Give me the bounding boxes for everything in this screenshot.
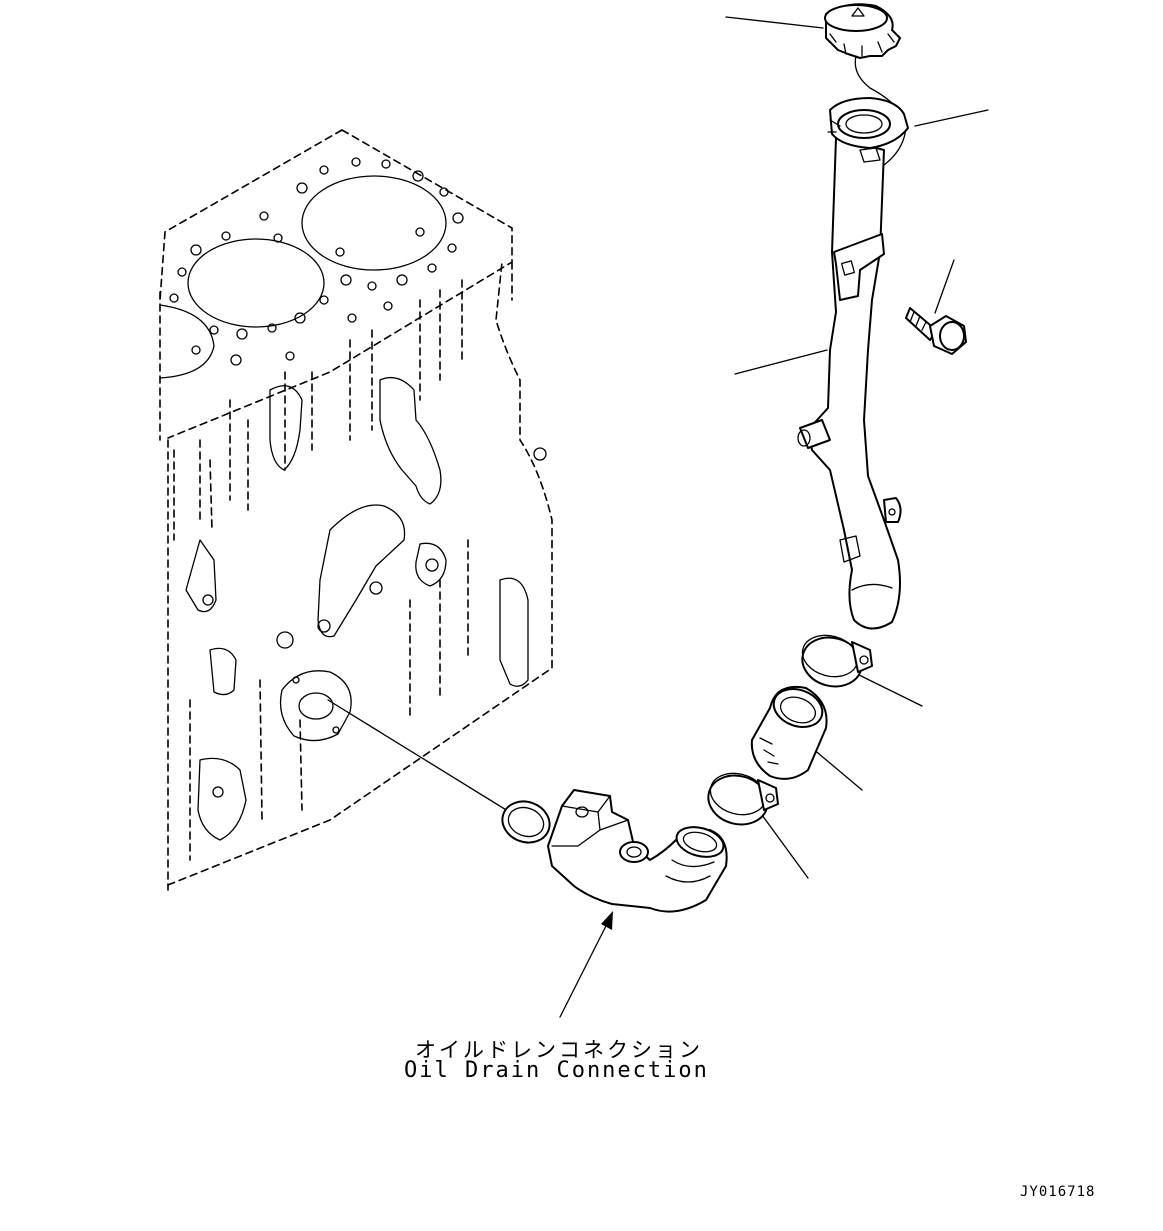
cylinder-bore-1 (301, 175, 447, 271)
leader-guide-head (914, 109, 989, 127)
cylinder-bore-2 (187, 238, 325, 328)
leader-clamp-upper (854, 672, 923, 707)
mounting-bolt (905, 307, 967, 355)
oil-drain-connection (547, 789, 728, 913)
arrowhead (601, 911, 613, 930)
o-ring (501, 800, 551, 844)
leader-bolt (934, 259, 955, 314)
leader-oring (327, 699, 517, 817)
rubber-hose (750, 686, 828, 780)
hose-clamp-upper (801, 634, 873, 688)
oil-filler-guide (797, 97, 909, 630)
leader-guide-tube (734, 349, 828, 375)
leader-drain-connection (559, 915, 612, 1018)
leader-cap (725, 16, 824, 29)
engine-block (159, 129, 553, 891)
callout-label-japanese: オイルドレンコネクション (415, 1038, 703, 1062)
leader-clamp-lower (761, 814, 809, 879)
hose-clamp-lower (707, 772, 779, 826)
oil-drain-port (279, 670, 352, 742)
oil-filler-cap (824, 3, 907, 169)
leader-hose (811, 747, 863, 791)
leader-lines (327, 16, 989, 1018)
callout-label-english: Oil Drain Connection (404, 1058, 709, 1083)
drawing-number: JY016718 (1020, 1184, 1096, 1200)
